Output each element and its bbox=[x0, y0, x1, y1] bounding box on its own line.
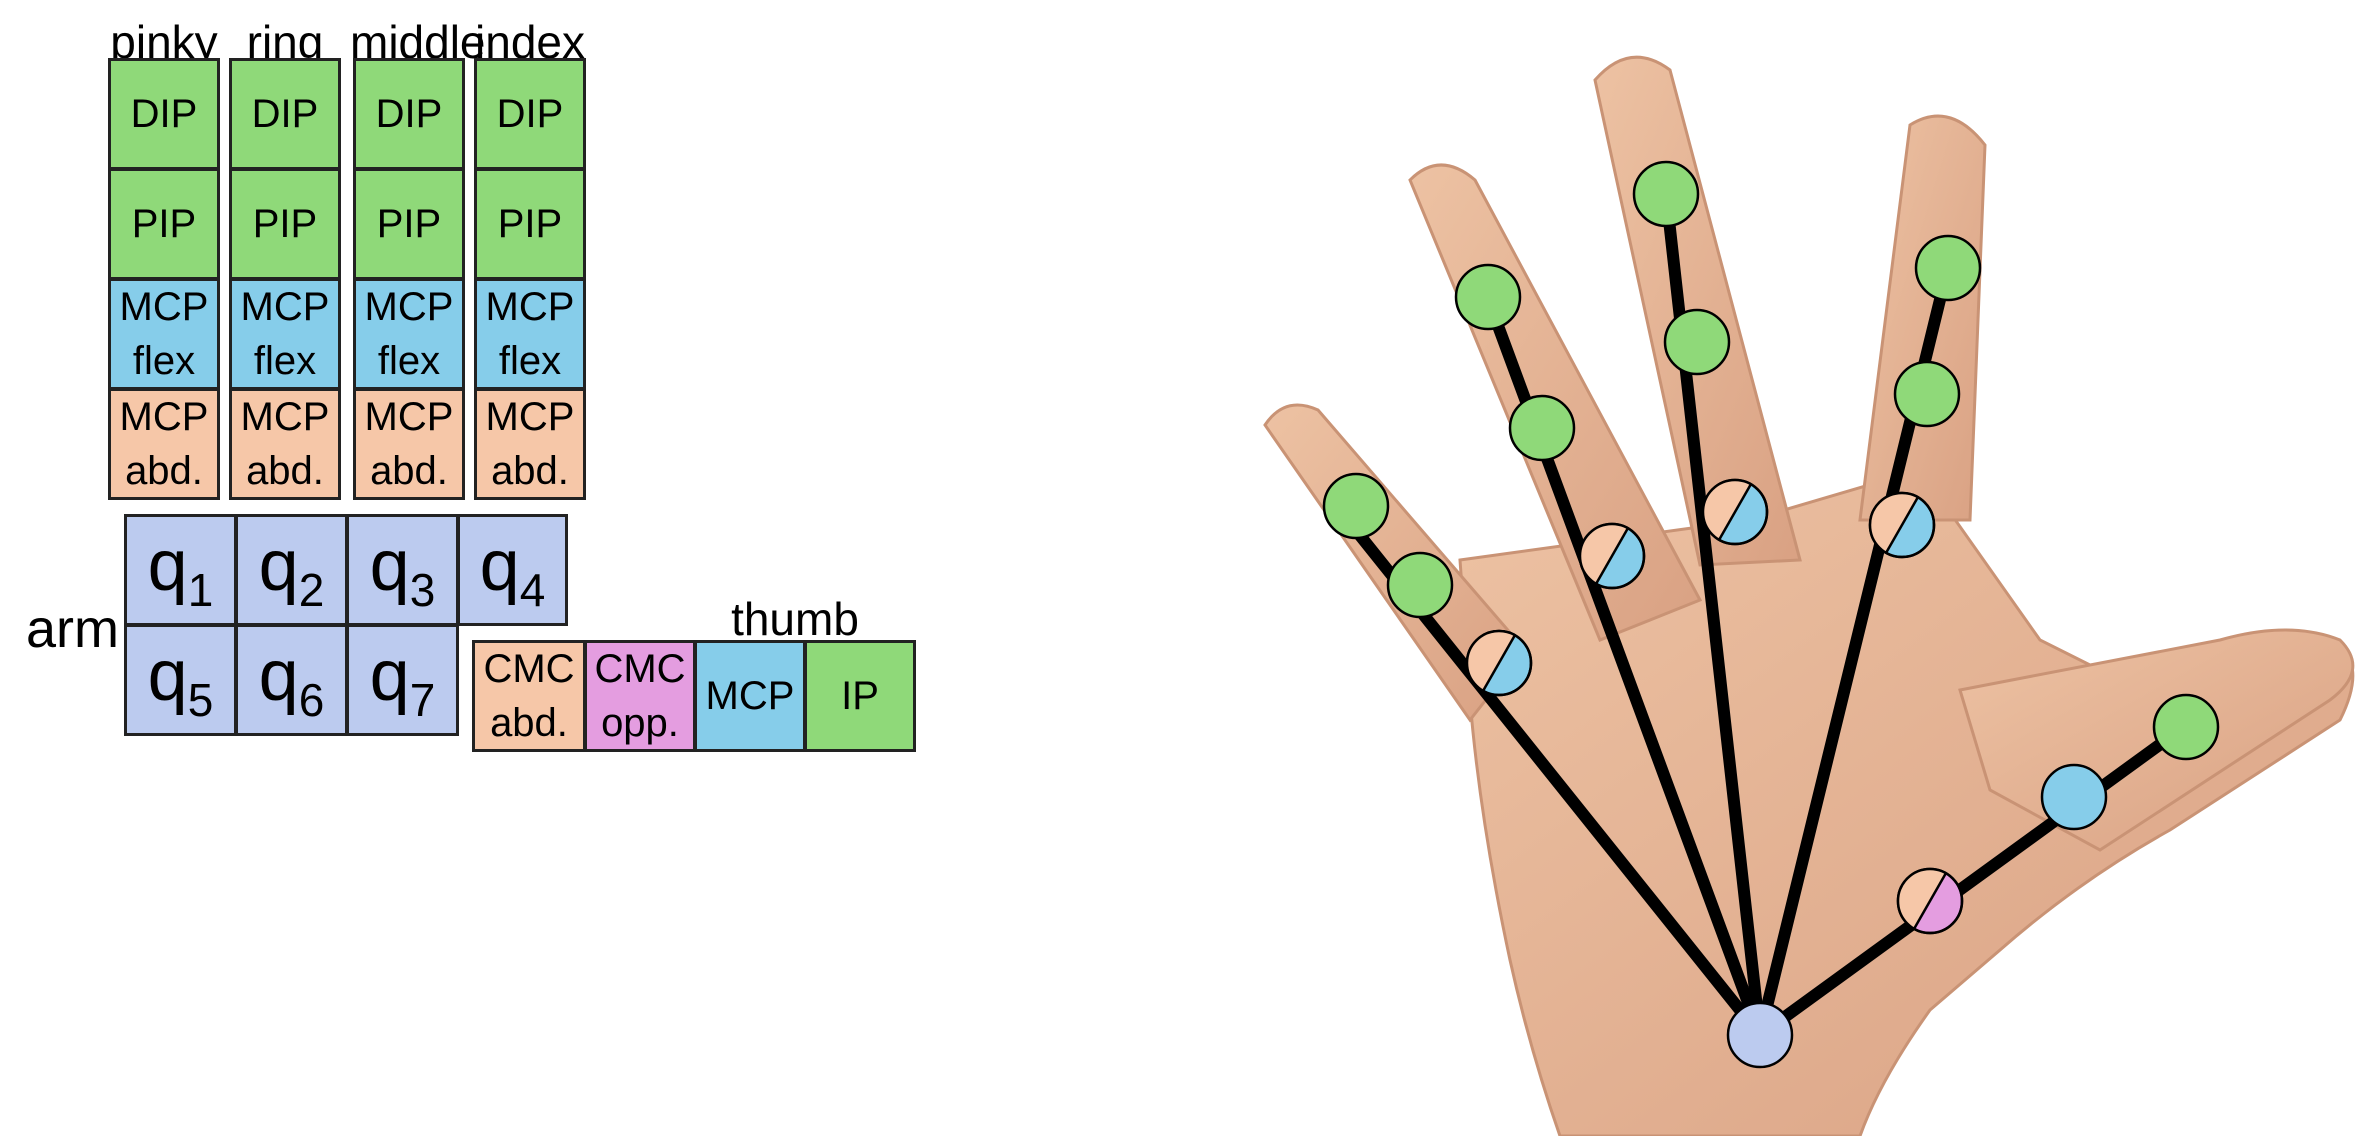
middle-dip-joint-icon bbox=[1632, 160, 1700, 228]
ring-mcp-joint-icon bbox=[1578, 522, 1646, 590]
index-dip-cell: DIP bbox=[474, 58, 586, 170]
middle-pip-cell: PIP bbox=[353, 168, 465, 280]
arm-joint-q2: q2 bbox=[235, 514, 348, 626]
arm-label: arm bbox=[26, 599, 119, 659]
thumb-ip-label: IP bbox=[841, 674, 879, 718]
thumb-cmc-opp-line1: CMC bbox=[594, 647, 686, 691]
arm-joint-q5: q5 bbox=[124, 624, 237, 736]
thumb-ip-joint-icon bbox=[2152, 693, 2220, 761]
middle-mcp-flex-cell: MCP flex bbox=[353, 278, 465, 390]
thumb-mcp-joint-icon bbox=[2040, 763, 2108, 831]
middle-pip-joint-icon bbox=[1663, 308, 1731, 376]
index-mcp-flex-line1: MCP bbox=[485, 285, 575, 329]
thumb-cmc-abd-cell: CMC abd. bbox=[472, 640, 586, 752]
pinky-pip-cell: PIP bbox=[108, 168, 220, 280]
thumb-cmc-abd-line1: CMC bbox=[483, 647, 575, 691]
arm-joint-q7: q7 bbox=[346, 624, 459, 736]
pinky-mcp-abd-cell: MCP abd. bbox=[108, 388, 220, 500]
pinky-mcp-abd-line1: MCP bbox=[119, 395, 209, 439]
arm-joint-q3-base: q bbox=[369, 526, 410, 607]
middle-mcp-abd-line2: abd. bbox=[370, 449, 448, 493]
ring-mcp-flex-cell: MCP flex bbox=[229, 278, 341, 390]
arm-joint-q1-base: q bbox=[147, 526, 188, 607]
ring-pip-joint-icon bbox=[1508, 394, 1576, 462]
ring-mcp-flex-line2: flex bbox=[253, 339, 317, 383]
index-pip-joint-icon bbox=[1893, 360, 1961, 428]
pinky-dip-joint-icon bbox=[1322, 472, 1390, 540]
pinky-mcp-flex-line1: MCP bbox=[119, 285, 209, 329]
pinky-mcp-joint-icon bbox=[1465, 629, 1533, 697]
index-mcp-abd-cell: MCP abd. bbox=[474, 388, 586, 500]
arm-joint-q2-sub: 2 bbox=[298, 564, 325, 617]
arm-joint-q7-sub: 7 bbox=[409, 674, 436, 727]
hand-joint-markers bbox=[1322, 160, 2220, 1069]
ring-mcp-abd-line1: MCP bbox=[240, 395, 330, 439]
pinky-mcp-abd-line2: abd. bbox=[125, 449, 203, 493]
thumb-cmc-opp-cell: CMC opp. bbox=[584, 640, 696, 752]
thumb-mcp-label: MCP bbox=[705, 674, 795, 718]
middle-mcp-flex-line2: flex bbox=[377, 339, 441, 383]
arm-joint-q6: q6 bbox=[235, 624, 348, 736]
thumb-cmc-joint-icon bbox=[1896, 867, 1964, 935]
index-dip-joint-icon bbox=[1914, 234, 1982, 302]
thumb-ip-cell: IP bbox=[804, 640, 916, 752]
index-mcp-flex-line2: flex bbox=[498, 339, 562, 383]
ring-mcp-abd-line2: abd. bbox=[246, 449, 324, 493]
arm-joint-q4-sub: 4 bbox=[519, 564, 546, 617]
thumb-cmc-opp-line2: opp. bbox=[601, 701, 679, 745]
ring-pip-cell: PIP bbox=[229, 168, 341, 280]
arm-joint-q6-sub: 6 bbox=[298, 674, 325, 727]
arm-joint-q5-base: q bbox=[147, 636, 188, 717]
arm-joint-q5-sub: 5 bbox=[187, 674, 214, 727]
arm-joint-q4-base: q bbox=[479, 526, 520, 607]
wrist-joint-icon bbox=[1726, 1001, 1794, 1069]
thumb-bone-line bbox=[1754, 721, 2190, 1041]
arm-joint-q6-base: q bbox=[258, 636, 299, 717]
middle-mcp-abd-line1: MCP bbox=[364, 395, 454, 439]
index-mcp-abd-line2: abd. bbox=[491, 449, 569, 493]
arm-joint-q3-sub: 3 bbox=[409, 564, 436, 617]
middle-mcp-flex-line1: MCP bbox=[364, 285, 454, 329]
arm-joint-q2-base: q bbox=[258, 526, 299, 607]
index-mcp-abd-line1: MCP bbox=[485, 395, 575, 439]
pinky-dip-cell: DIP bbox=[108, 58, 220, 170]
ring-mcp-abd-cell: MCP abd. bbox=[229, 388, 341, 500]
pinky-pip-joint-icon bbox=[1386, 551, 1454, 619]
pinky-mcp-flex-line2: flex bbox=[132, 339, 196, 383]
ring-dip-cell: DIP bbox=[229, 58, 341, 170]
ring-dip-joint-icon bbox=[1454, 263, 1522, 331]
middle-mcp-abd-cell: MCP abd. bbox=[353, 388, 465, 500]
arm-joint-q3: q3 bbox=[346, 514, 459, 626]
arm-joint-q4: q4 bbox=[457, 514, 568, 626]
index-mcp-flex-cell: MCP flex bbox=[474, 278, 586, 390]
thumb-cmc-abd-line2: abd. bbox=[490, 701, 568, 745]
arm-joint-q7-base: q bbox=[369, 636, 410, 717]
arm-joint-q1-sub: 1 bbox=[187, 564, 214, 617]
thumb-label: thumb bbox=[731, 593, 859, 645]
ring-mcp-flex-line1: MCP bbox=[240, 285, 330, 329]
index-mcp-joint-icon bbox=[1868, 491, 1936, 559]
middle-mcp-joint-icon bbox=[1701, 478, 1769, 546]
